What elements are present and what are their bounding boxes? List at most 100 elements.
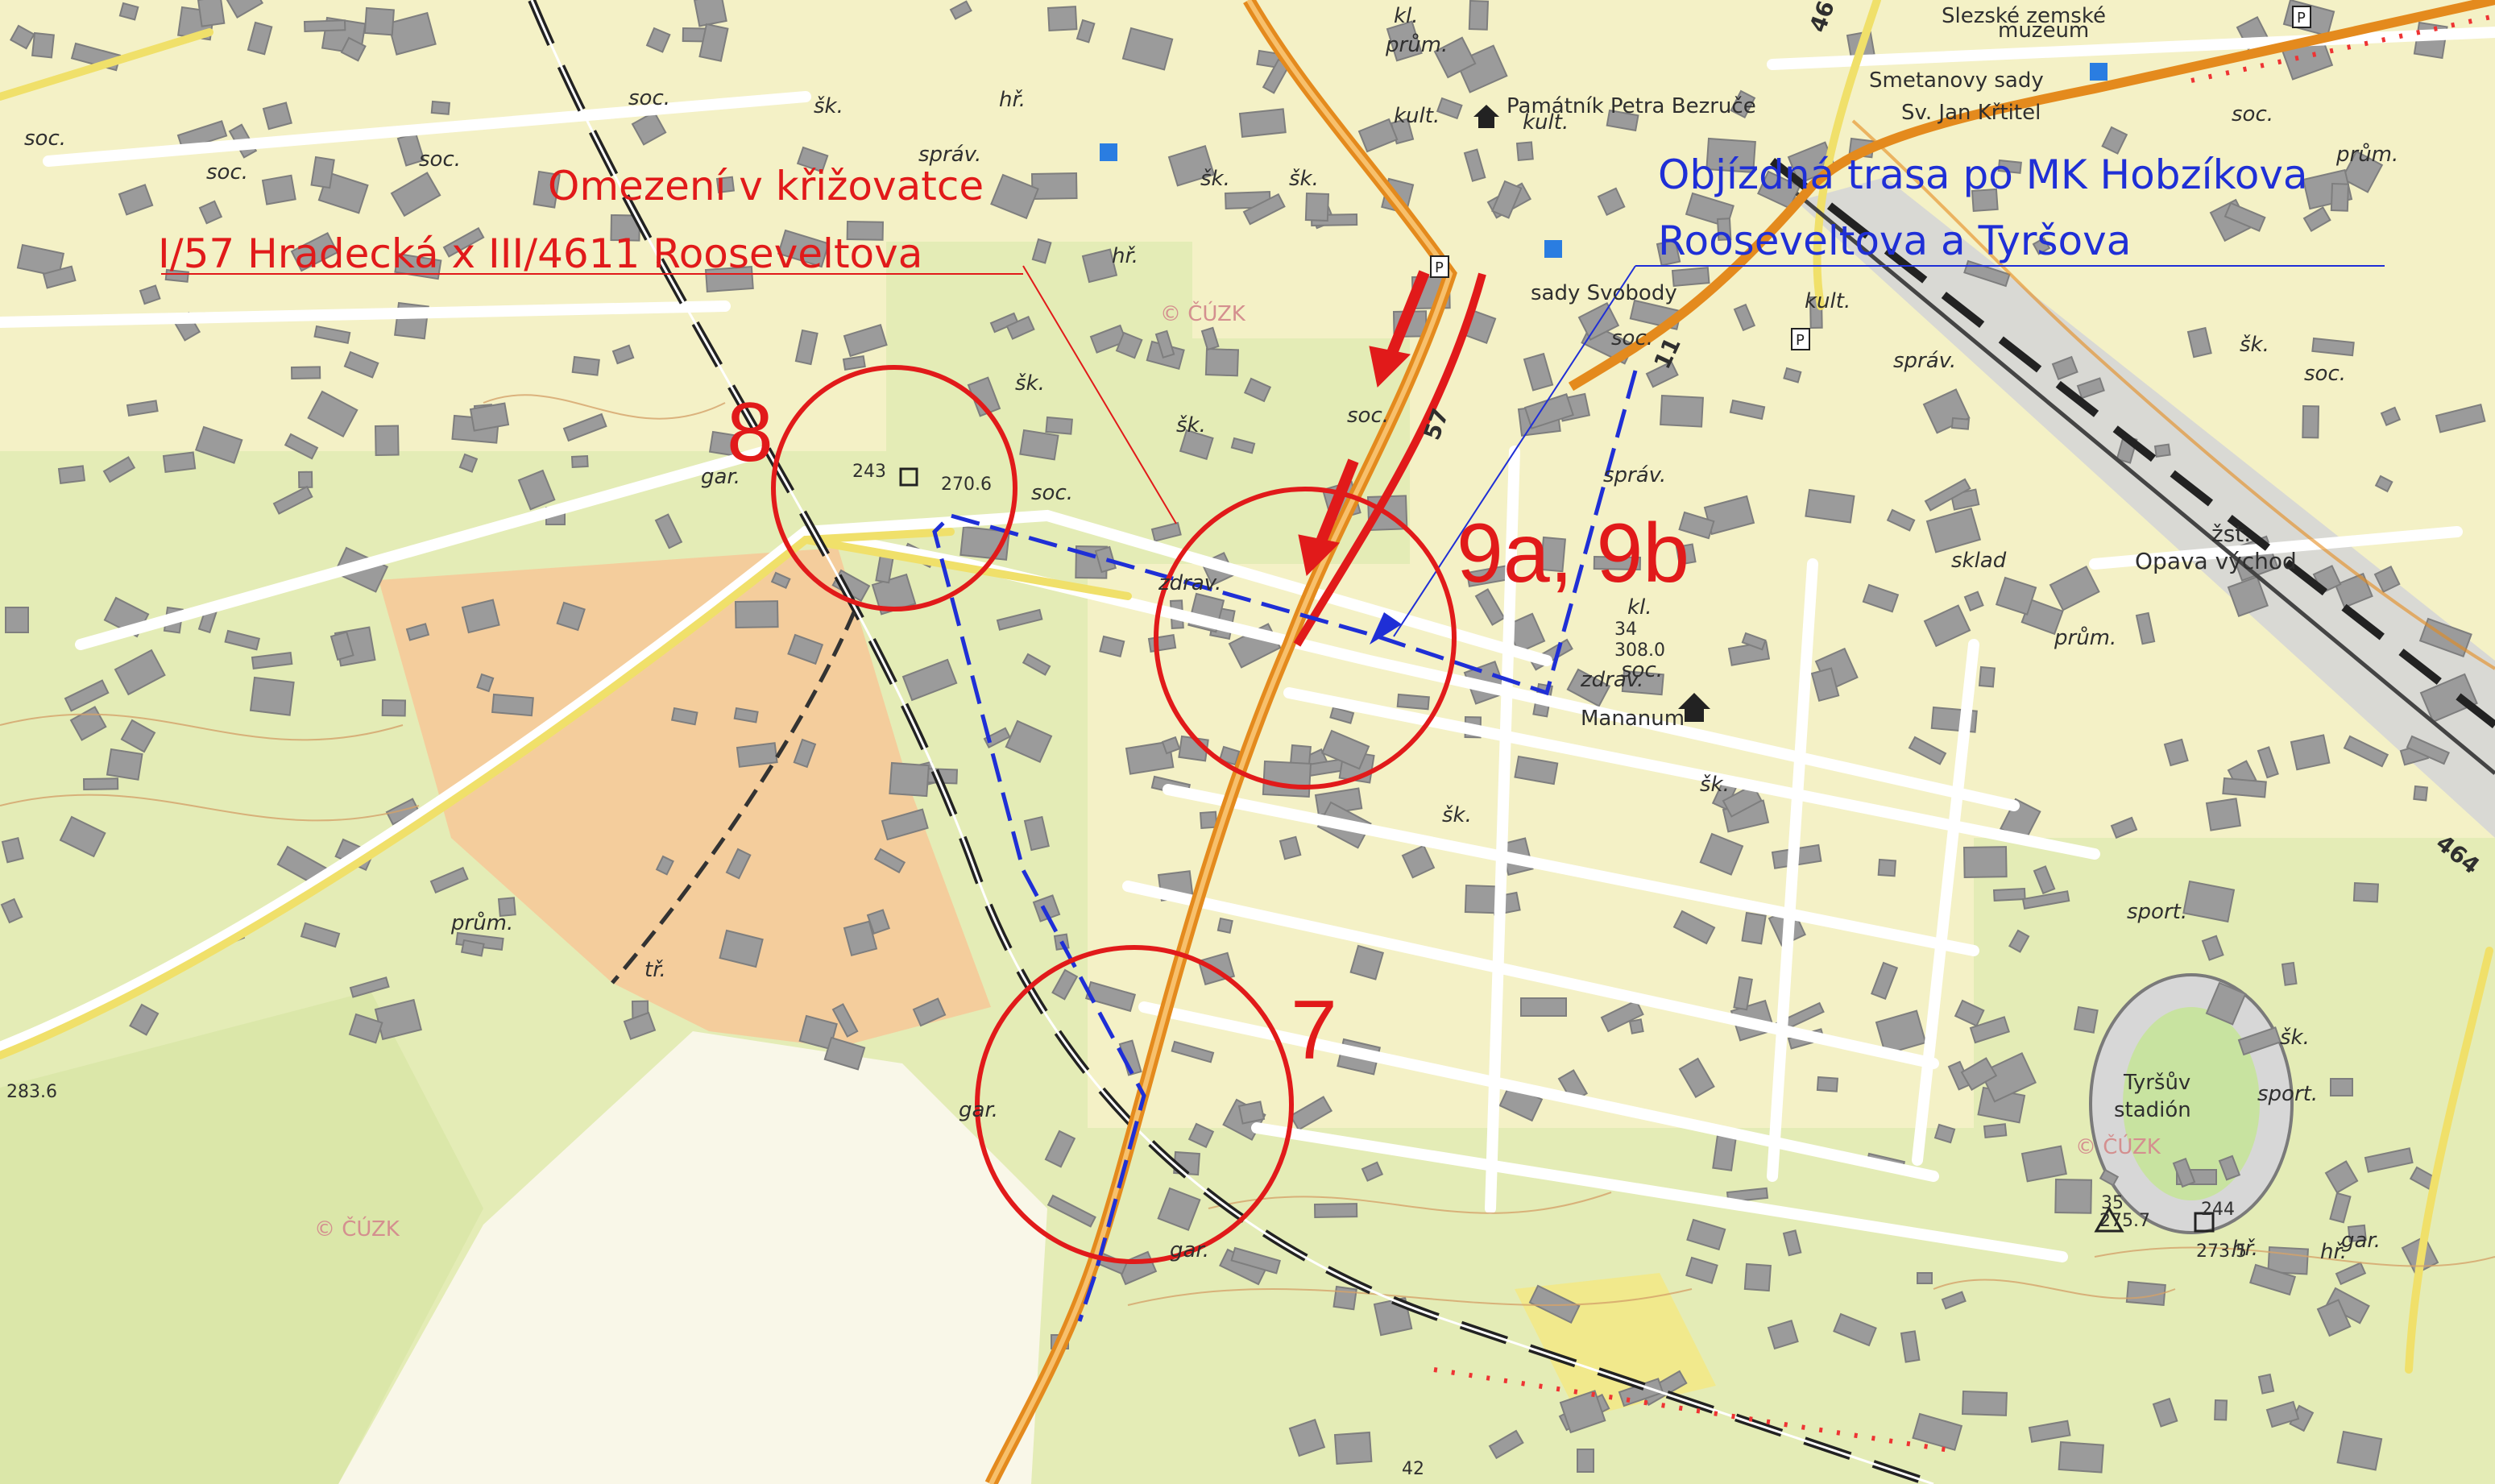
- map-small-label: soc.: [2304, 362, 2346, 386]
- building: [2311, 337, 2355, 357]
- building: [1468, 0, 1490, 31]
- building: [1216, 917, 1233, 934]
- building: [556, 601, 586, 632]
- building: [1357, 118, 1399, 153]
- map-small-label: hř.: [999, 88, 1026, 112]
- building: [1464, 884, 1498, 914]
- building: [787, 633, 824, 665]
- map-small-label: gar.: [1170, 1238, 1209, 1262]
- building: [1597, 187, 1626, 216]
- building: [1660, 394, 1704, 428]
- building: [2249, 1263, 2297, 1296]
- building: [1741, 911, 1767, 945]
- building: [736, 742, 778, 768]
- building: [2182, 880, 2236, 923]
- building: [866, 909, 890, 935]
- building: [734, 600, 779, 629]
- map-small-label: šk.: [1700, 773, 1730, 797]
- building: [1962, 846, 2008, 879]
- contour-lines: [0, 394, 2495, 1306]
- building: [2330, 1078, 2353, 1096]
- building: [2021, 890, 2070, 910]
- building: [1917, 1272, 1933, 1284]
- site-circle-8[interactable]: [771, 365, 1017, 611]
- stadium-field: [2123, 1007, 2260, 1200]
- building: [2172, 1157, 2196, 1188]
- building: [901, 658, 958, 702]
- detour-callout-line2: Rooseveltova a Tyršova: [1658, 218, 2131, 264]
- map-small-label: kult.: [1523, 110, 1569, 135]
- building: [1514, 755, 1559, 786]
- building: [2051, 355, 2078, 380]
- svg-text:P: P: [1796, 332, 1805, 349]
- map-small-label: šk.: [1289, 167, 1319, 191]
- closure-segment: [1293, 272, 1486, 647]
- building: [2032, 237, 2051, 255]
- kritel-label: Sv. Jan Křtitel: [1901, 101, 2041, 125]
- building: [2224, 201, 2266, 232]
- building: [226, 0, 264, 19]
- main-road-i57-inner: [988, 0, 1453, 1484]
- building: [1179, 429, 1214, 461]
- building: [1810, 667, 1840, 703]
- building: [1678, 511, 1715, 540]
- map-small-label: kl.: [1394, 4, 1419, 28]
- map-small-label: soc.: [206, 160, 248, 184]
- building: [733, 707, 759, 723]
- building: [2419, 673, 2478, 723]
- building: [16, 243, 65, 278]
- building: [2352, 881, 2380, 903]
- building: [1816, 1076, 1839, 1092]
- rail-corridor-east: [1797, 177, 2495, 838]
- map-small-label: šk.: [1015, 371, 1045, 396]
- building: [2302, 404, 2320, 439]
- industrial-area: [379, 548, 991, 1047]
- site-circle-9[interactable]: [1154, 487, 1457, 790]
- map-small-label: šk.: [2280, 1026, 2310, 1050]
- building: [996, 608, 1043, 631]
- map-small-label: prům.: [1385, 32, 1448, 57]
- building: [2222, 777, 2267, 798]
- building: [497, 897, 516, 918]
- building: [310, 155, 335, 189]
- building: [881, 808, 929, 841]
- building: [1540, 536, 1566, 573]
- building: [2324, 1160, 2359, 1194]
- opava-vychod-label-line1: žst.: [2211, 520, 2251, 547]
- building: [1051, 968, 1079, 1001]
- building: [2152, 1397, 2178, 1428]
- building: [1386, 20, 1423, 62]
- building: [1094, 545, 1117, 574]
- building: [329, 631, 354, 661]
- building: [1924, 478, 1971, 512]
- building: [2334, 572, 2373, 609]
- building: [1730, 89, 1756, 119]
- building: [1187, 1122, 1215, 1149]
- map-small-label: gar.: [701, 465, 740, 489]
- site-number-8: 8: [727, 386, 773, 479]
- map-small-label: správ.: [918, 143, 981, 167]
- building: [1081, 248, 1118, 284]
- building: [1150, 521, 1182, 542]
- building: [1396, 693, 1430, 711]
- building: [831, 1003, 859, 1038]
- building: [1230, 437, 1256, 454]
- map-small-label: sklad: [1951, 549, 2007, 573]
- building: [1862, 583, 1900, 613]
- building: [1961, 1390, 2008, 1416]
- map-small-label: správ.: [1603, 463, 1666, 487]
- spot-height-label: 244: [2201, 1200, 2235, 1220]
- building: [794, 329, 819, 366]
- site-circle-7[interactable]: [975, 945, 1294, 1264]
- building: [1992, 887, 2026, 902]
- road-464: [1851, 119, 2495, 670]
- spot-height-label: 270.6: [941, 475, 992, 495]
- building: [1672, 910, 1716, 945]
- building: [284, 433, 319, 460]
- map-small-label: soc.: [2232, 102, 2273, 126]
- building: [194, 425, 243, 464]
- building: [912, 997, 947, 1027]
- building: [1912, 1412, 1963, 1451]
- church-icon: [1473, 105, 1710, 722]
